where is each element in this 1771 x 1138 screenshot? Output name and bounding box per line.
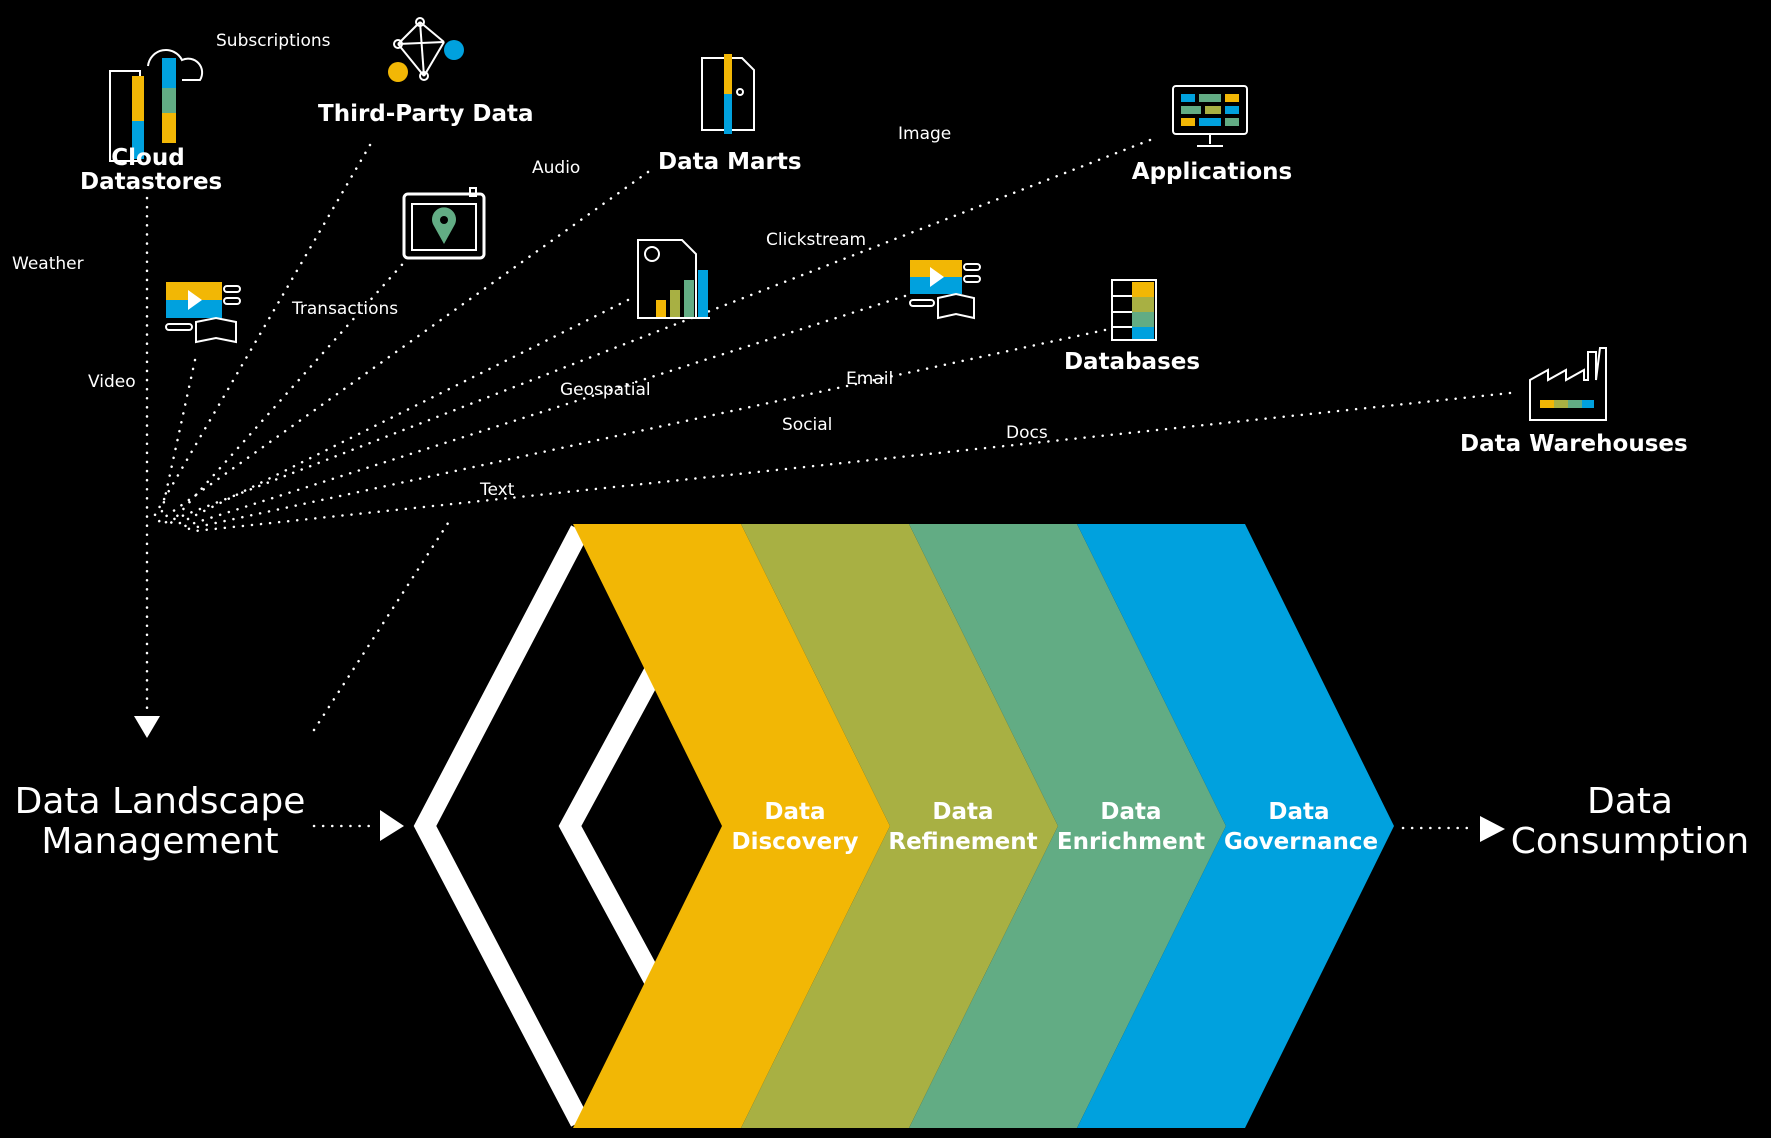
stage-enrichment-label: Data Enrichment [1056, 799, 1206, 855]
right-arrow-icon [380, 810, 404, 841]
data-type-transactions: Transactions [292, 299, 399, 319]
node-cloud-datastores: Cloud Datastores [80, 145, 223, 196]
stage-refinement-chevron [741, 524, 1058, 1128]
video-book-icon [909, 260, 981, 320]
data-type-weather: Weather [12, 254, 84, 274]
stage-enrichment-chevron [909, 524, 1226, 1128]
stage-chevrons [573, 524, 1394, 1128]
node-data-marts: Data Marts [658, 149, 802, 175]
database-stack-icon [1111, 279, 1157, 341]
data-type-audio: Audio [532, 158, 581, 178]
right-arrow-icon [1480, 816, 1505, 842]
video-book-icon [165, 282, 241, 344]
data-type-text: Text [480, 480, 515, 500]
data-type-clickstream: Clickstream [766, 230, 867, 250]
down-arrow-icon [134, 716, 160, 738]
stage-governance-chevron [1077, 524, 1394, 1128]
document-ruler-icon [701, 54, 755, 134]
flow-end-label: Data Consumption [1510, 781, 1750, 862]
flow-start-label: Data Landscape Management [14, 781, 306, 862]
monitor-dashboard-icon [1172, 85, 1248, 147]
stage-discovery-chevron [573, 524, 890, 1128]
data-type-docs: Docs [1006, 423, 1048, 443]
data-type-video: Video [88, 372, 136, 392]
tablet-map-pin-icon [402, 187, 486, 260]
stage-discovery-label: Data Discovery [731, 799, 859, 855]
node-data-warehouses: Data Warehouses [1460, 431, 1688, 457]
report-chart-icon [637, 239, 710, 319]
node-applications: Applications [1131, 159, 1293, 185]
chevron-outlines [413, 525, 669, 1127]
data-type-email: Email [846, 369, 894, 389]
stage-refinement-label: Data Refinement [888, 799, 1038, 855]
cloud-building-icon [109, 49, 204, 162]
dotted-flow-lines [145, 138, 1512, 830]
data-type-image: Image [898, 124, 952, 144]
data-type-subscriptions: Subscriptions [216, 31, 331, 51]
network-globe-icon [388, 17, 464, 82]
node-third-party-data: Third-Party Data [318, 101, 534, 127]
node-databases: Databases [1063, 349, 1201, 375]
data-type-geospatial: Geospatial [560, 380, 651, 400]
data-type-social: Social [782, 415, 833, 435]
factory-icon [1529, 347, 1607, 421]
stage-governance-label: Data Governance [1224, 799, 1379, 855]
